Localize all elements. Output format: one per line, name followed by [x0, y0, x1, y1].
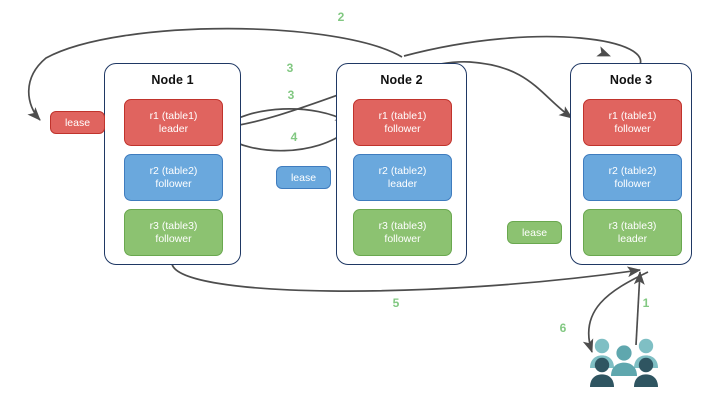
step-label-4: 4 [290, 130, 298, 144]
range-name: r3 (table3) [608, 219, 657, 232]
range-name: r2 (table2) [608, 164, 657, 177]
range-name: r2 (table2) [378, 164, 427, 177]
range-name: r1 (table1) [608, 109, 657, 122]
lease-badge-r3[interactable]: lease [507, 221, 562, 244]
step-label-2: 2 [337, 10, 345, 24]
step-label-6: 6 [559, 321, 567, 335]
range-role: leader [387, 177, 418, 190]
node-2-range-r1[interactable]: r1 (table1) follower [353, 99, 452, 146]
arrow-step-1 [633, 270, 645, 346]
arrow-step-3-node3 [218, 61, 573, 129]
range-role: leader [158, 122, 189, 135]
node-2-range-r2[interactable]: r2 (table2) leader [353, 154, 452, 201]
node-3-range-r3[interactable]: r3 (table3) leader [583, 209, 682, 256]
node-3[interactable]: Node 3 r1 (table1) follower r2 (table2) … [570, 63, 692, 265]
node-2[interactable]: Node 2 r1 (table1) follower r2 (table2) … [336, 63, 467, 265]
range-role: follower [155, 177, 192, 190]
range-role: leader [617, 232, 648, 245]
node-1[interactable]: Node 1 r1 (table1) leader r2 (table2) fo… [104, 63, 241, 265]
node-1-title: Node 1 [151, 73, 194, 87]
range-name: r3 (table3) [378, 219, 427, 232]
lease-label: lease [64, 116, 91, 129]
range-name: r3 (table3) [149, 219, 198, 232]
range-role: follower [384, 122, 421, 135]
lease-label: lease [290, 171, 317, 184]
node-1-range-r2[interactable]: r2 (table2) follower [124, 154, 223, 201]
arrow-step-2 [27, 27, 403, 121]
node-1-range-r1[interactable]: r1 (table1) leader [124, 99, 223, 146]
range-role: follower [614, 177, 651, 190]
range-name: r2 (table2) [149, 164, 198, 177]
lease-badge-r1[interactable]: lease [50, 111, 105, 134]
arrow-step-5 [171, 263, 642, 292]
users-group-icon [590, 338, 658, 387]
range-role: follower [155, 232, 192, 245]
step-label-3-node3: 3 [286, 61, 294, 75]
lease-label: lease [521, 226, 548, 239]
arrow-step-2-tail [403, 35, 642, 69]
node-3-range-r1[interactable]: r1 (table1) follower [583, 99, 682, 146]
step-label-3-node2: 3 [287, 88, 295, 102]
node-2-title: Node 2 [380, 73, 423, 87]
range-role: follower [614, 122, 651, 135]
range-name: r1 (table1) [149, 109, 198, 122]
step-label-1: 1 [642, 296, 650, 310]
lease-badge-r2[interactable]: lease [276, 166, 331, 189]
step-label-5: 5 [392, 296, 400, 310]
range-role: follower [384, 232, 421, 245]
range-name: r1 (table1) [378, 109, 427, 122]
node-2-range-r3[interactable]: r3 (table3) follower [353, 209, 452, 256]
node-3-range-r2[interactable]: r2 (table2) follower [583, 154, 682, 201]
node-3-title: Node 3 [609, 73, 653, 87]
node-1-range-r3[interactable]: r3 (table3) follower [124, 209, 223, 256]
